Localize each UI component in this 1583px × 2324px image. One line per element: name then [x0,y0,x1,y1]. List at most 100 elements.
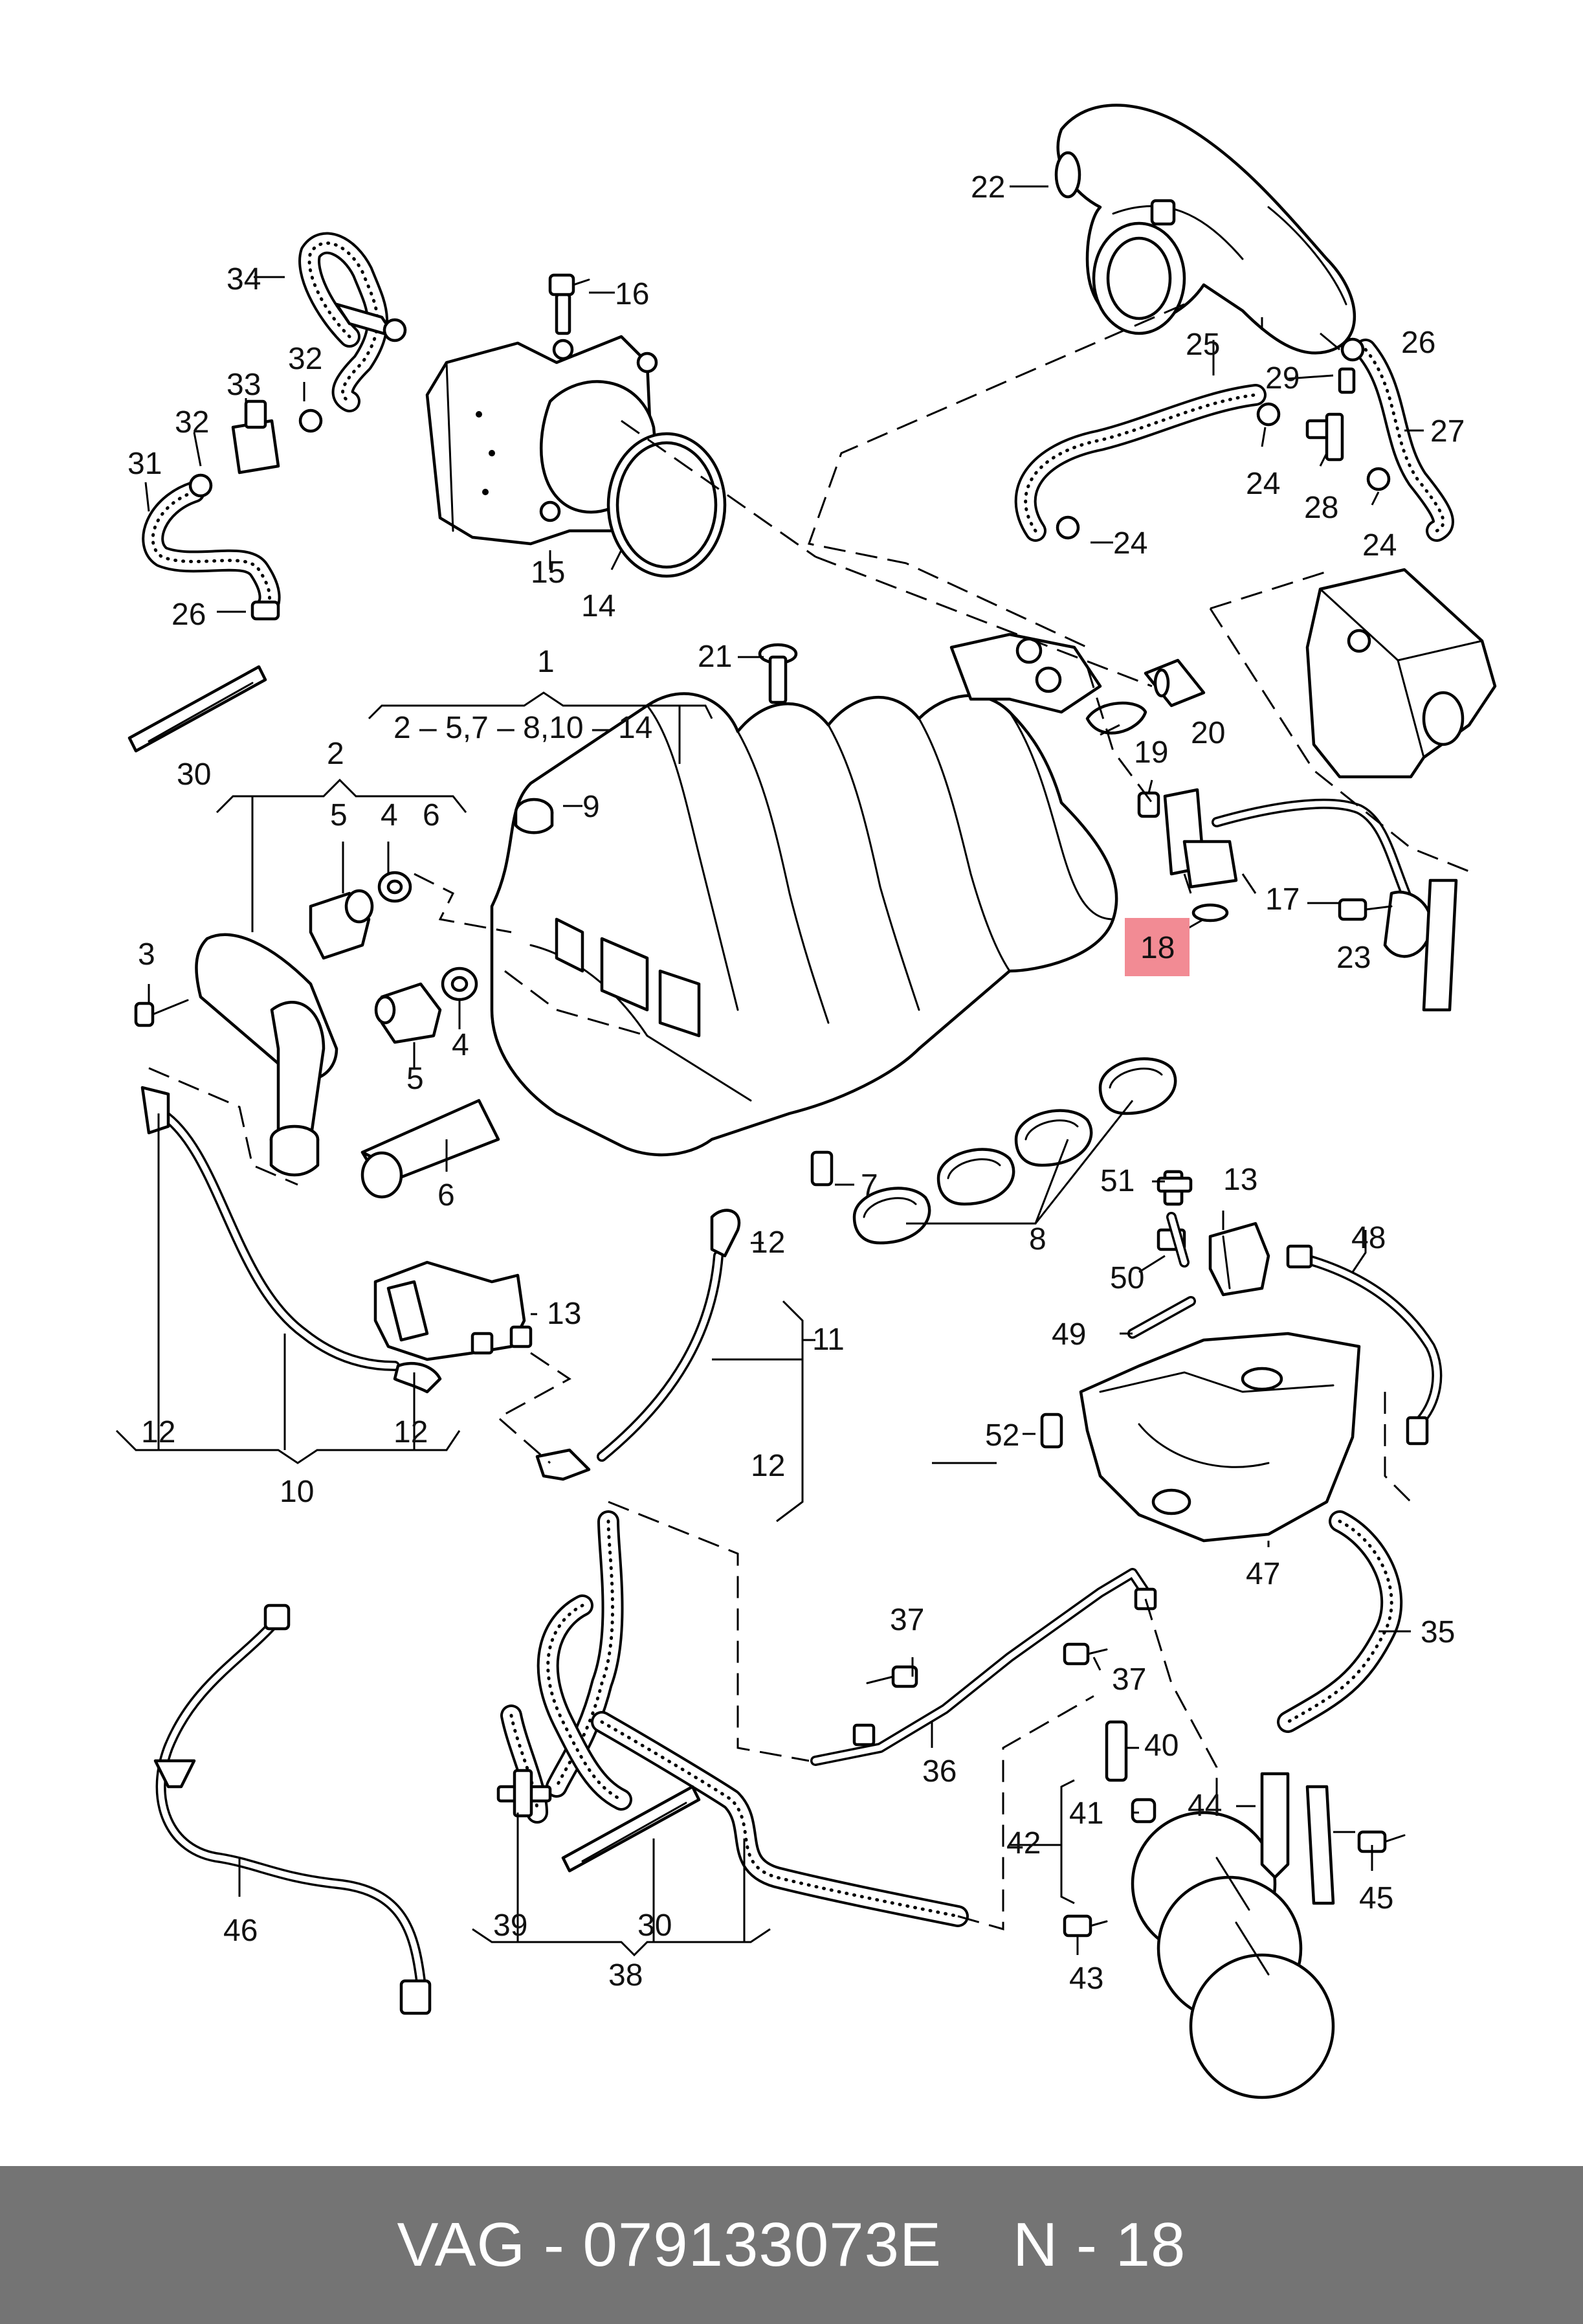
label-1: 1 [537,645,555,679]
label-33: 33 [227,368,261,402]
highlight-part-18 [1125,918,1190,976]
clip-32-right [298,408,323,433]
tee-piece-39 [496,1769,552,1818]
intake-manifold [490,632,1118,1157]
vent-hoses-right [1014,337,1454,542]
label-1-range: 2 – 5,7 – 8,10 – 14 [393,711,652,745]
label-49: 49 [1052,1317,1086,1352]
label-46: 46 [223,1914,258,1948]
cable-tie-30-bottom [561,1785,701,1873]
label-34: 34 [227,262,261,296]
breather-pipe-17 [1163,788,1458,1012]
label-41: 41 [1069,1796,1103,1831]
label-24-c: 24 [1113,526,1147,561]
bolt-23 [1338,898,1393,921]
label-23: 23 [1336,941,1371,975]
valve-5-lower [374,982,442,1044]
label-2: 2 [327,737,344,771]
label-32-right: 32 [288,342,322,376]
vacuum-line-10 [140,1086,442,1394]
label-6-bottom: 6 [437,1178,455,1212]
valve-5-upper [309,889,374,960]
clip-32-left [188,473,213,498]
label-5-bottom: 5 [406,1062,424,1096]
label-5-top: 5 [330,798,348,832]
footer-separator: - [543,2210,565,2279]
hose-35 [1277,1510,1403,1733]
line-49 [1127,1296,1196,1339]
label-24-a: 24 [1246,467,1280,501]
label-13-left: 13 [547,1297,581,1331]
label-52: 52 [985,1418,1019,1453]
label-39: 39 [493,1908,527,1943]
label-27: 27 [1430,414,1465,449]
throttle-body-gasket [606,432,727,578]
clamp-26-left [250,600,280,621]
label-31: 31 [127,447,162,481]
footer-position-label: N - 18 [1013,2210,1186,2279]
valve-33 [231,399,280,475]
label-18: 18 [1140,931,1175,965]
label-47: 47 [1246,1557,1280,1591]
valve-40 [1105,1720,1128,1782]
label-12-d: 12 [751,1449,785,1483]
label-35: 35 [1421,1615,1455,1649]
screw-3 [134,999,189,1027]
label-25: 25 [1186,328,1220,362]
bolt-43 [1063,1914,1108,1938]
label-14: 14 [581,589,615,623]
label-43: 43 [1069,1961,1103,1996]
label-44: 44 [1188,1789,1222,1823]
label-48: 48 [1351,1221,1386,1255]
label-22: 22 [971,170,1005,205]
label-leaders [115,185,1424,1957]
label-13-right: 13 [1223,1163,1257,1197]
label-37-left: 37 [890,1603,924,1637]
label-26-left: 26 [172,598,206,632]
seal-4-upper [377,871,412,903]
label-16: 16 [615,277,649,311]
bolt-52 [1040,1413,1063,1449]
bolt-45 [1357,1830,1406,1853]
bolt-21 [758,643,798,704]
label-12-a: 12 [751,1225,785,1260]
label-17: 17 [1265,882,1300,917]
label-20: 20 [1191,716,1225,750]
cover-47 [1079,1332,1361,1543]
dashed-connectors [148,303,1476,1930]
label-40: 40 [1144,1728,1179,1763]
label-8: 8 [1029,1222,1046,1257]
label-15: 15 [531,555,565,590]
label-26-right: 26 [1401,326,1435,360]
bracket-44 [1260,1772,1335,1905]
part-number-footer: VAG - 079133073E N - 18 [0,2166,1583,2324]
label-45: 45 [1359,1881,1393,1916]
label-12-b: 12 [141,1415,175,1449]
cap-9 [514,798,554,834]
tee-51 [1157,1170,1193,1206]
cable-tie-30-top [127,665,267,753]
pressure-valve-2 [195,933,338,1177]
label-24-b: 24 [1362,528,1397,563]
footer-brand: VAG [397,2210,526,2279]
label-51: 51 [1100,1164,1135,1198]
bolt-19 [1137,791,1160,818]
label-11: 11 [812,1323,845,1357]
screw-37-left [866,1665,918,1688]
vacuum-line-11 [535,1209,741,1481]
intake-port-gaskets [852,1057,1177,1245]
breather-sleeve-20 [1085,658,1206,735]
part-labels: 22 16 34 32 33 32 31 26 15 14 26 25 29 2… [127,170,1465,1996]
label-6-top: 6 [423,798,440,832]
label-4-bottom: 4 [452,1028,469,1062]
label-4-top: 4 [381,798,398,832]
label-28: 28 [1304,491,1338,525]
hose-31 [142,481,281,620]
label-3: 3 [138,937,155,972]
oil-separator [1305,568,1497,779]
seal-4-lower [441,966,478,1001]
label-50: 50 [1110,1261,1144,1295]
footer-part-number: 079133073E [582,2210,942,2279]
label-32-left: 32 [175,405,209,440]
hose-set-38 [500,1510,969,1927]
